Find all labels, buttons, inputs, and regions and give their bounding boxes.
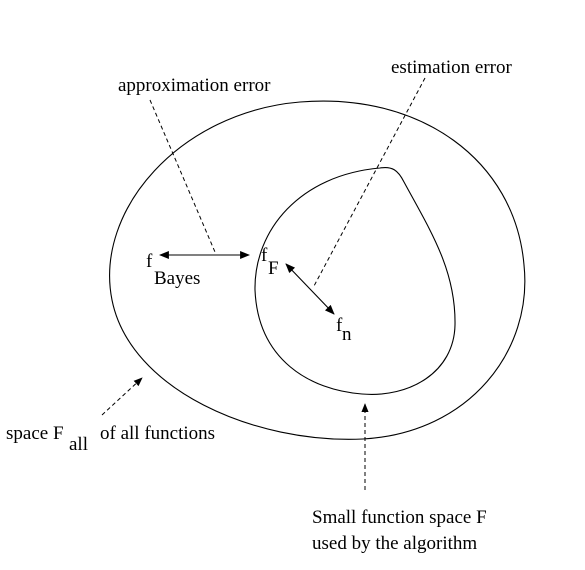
- estimation-error-arrow: [285, 263, 335, 315]
- space-all-pointer: [101, 377, 143, 416]
- approximation-error-leader: [149, 99, 216, 253]
- estimation-error-leader: [313, 77, 426, 287]
- inner-function-space-curve: [254, 166, 456, 395]
- estimation-error-label: estimation error: [391, 57, 512, 78]
- space-all-label-prefix: space F: [6, 423, 64, 444]
- f-bayes-label: f: [146, 251, 153, 272]
- outer-function-space-curve: [109, 100, 526, 440]
- f-F-label: f: [261, 245, 268, 266]
- small-space-label-line2: used by the algorithm: [312, 533, 477, 554]
- space-all-subscript: all: [69, 434, 88, 455]
- approximation-error-label: approximation error: [118, 75, 271, 96]
- f-bayes-subscript: Bayes: [154, 268, 200, 289]
- f-n-label: f: [336, 315, 343, 336]
- f-n-main: f: [336, 315, 343, 336]
- f-F-subscript: F: [268, 258, 279, 279]
- small-space-label-line1: Small function space F: [312, 507, 487, 528]
- f-n-subscript: n: [342, 324, 352, 345]
- space-all-label-suffix: of all functions: [100, 423, 215, 444]
- f-bayes-main: f: [146, 251, 153, 272]
- f-F-main: f: [261, 245, 268, 266]
